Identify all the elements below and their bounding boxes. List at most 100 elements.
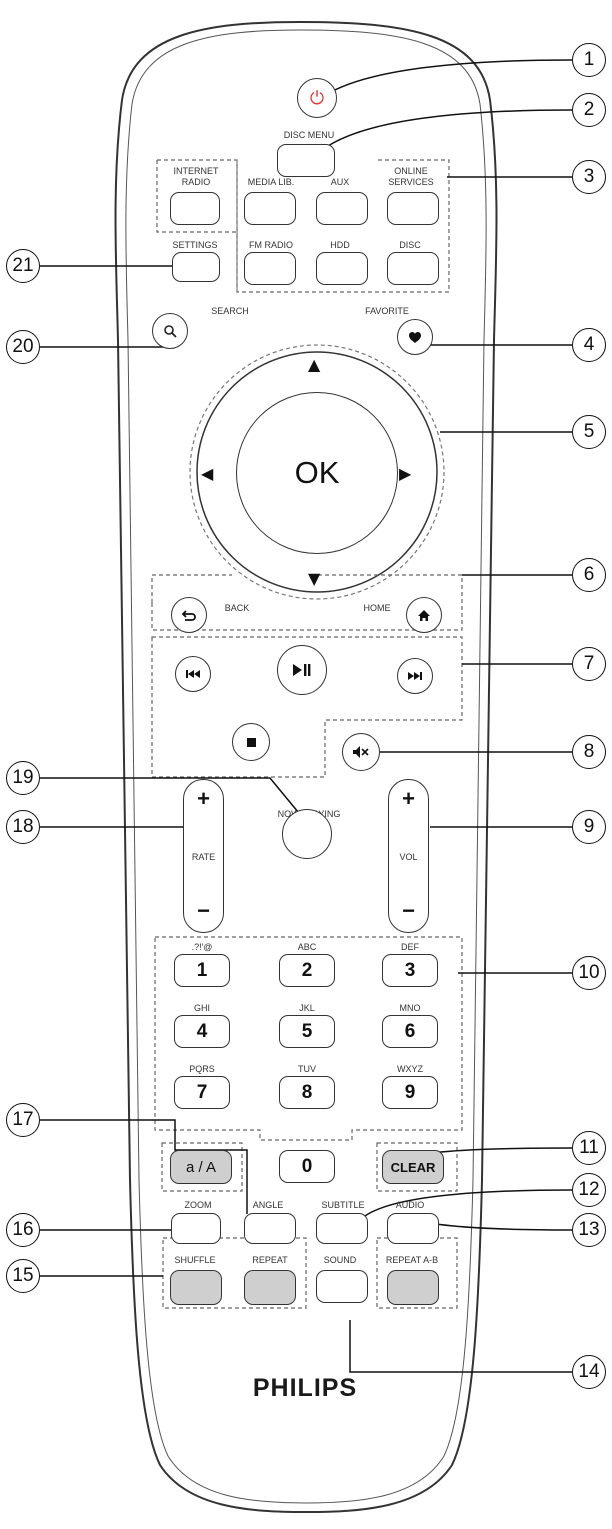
callout-4: 4 [572, 328, 606, 362]
volume-rocker[interactable]: + VOL − [388, 779, 429, 933]
mute-icon [353, 746, 369, 758]
heart-icon [409, 331, 421, 343]
source-group-outline [157, 159, 450, 293]
callout-20: 20 [6, 330, 40, 364]
callout-17: 17 [6, 1103, 40, 1137]
sound-button[interactable] [316, 1270, 368, 1303]
volume-plus[interactable]: + [402, 786, 415, 811]
key-8-button[interactable]: 8 [279, 1076, 335, 1109]
rate-minus[interactable]: − [197, 898, 210, 923]
angle-button[interactable] [244, 1213, 296, 1244]
callout-2: 2 [572, 93, 606, 127]
internet-radio-button[interactable] [170, 192, 220, 225]
repeat-ab-button[interactable] [387, 1270, 439, 1305]
key-4-letters: GHI [193, 1003, 210, 1013]
search-label: SEARCH [211, 306, 249, 316]
key-9-letters: WXYZ [397, 1064, 423, 1074]
shuffle-button[interactable] [170, 1270, 222, 1305]
next-button[interactable] [397, 658, 433, 694]
zoom-label: ZOOM [184, 1200, 212, 1210]
disc-button[interactable] [387, 252, 439, 285]
callout-21: 21 [6, 249, 40, 283]
play-pause-button[interactable] [277, 645, 327, 695]
callout-16: 16 [6, 1213, 40, 1247]
home-label: HOME [363, 603, 391, 613]
nav-ring [196, 351, 438, 593]
previous-button[interactable] [175, 656, 211, 692]
rate-plus[interactable]: + [197, 786, 210, 811]
disc-label: DISC [399, 240, 421, 250]
disc-menu-label: DISC MENU [283, 130, 335, 140]
volume-minus[interactable]: − [402, 898, 415, 923]
key-6-button[interactable]: 6 [382, 1015, 438, 1048]
keypad-group [154, 936, 463, 1141]
home-icon [418, 609, 430, 621]
mute-button[interactable] [342, 733, 380, 771]
key-8-letters: TUV [298, 1064, 316, 1074]
callout-12: 12 [572, 1173, 606, 1207]
media-lib-label: MEDIA LIB. [247, 177, 295, 187]
settings-button[interactable] [172, 252, 220, 282]
fm-radio-button[interactable] [244, 252, 296, 285]
zoom-button[interactable] [171, 1213, 221, 1244]
right-arrow-icon[interactable]: ▶ [399, 464, 412, 483]
disc-menu-button[interactable] [277, 144, 335, 177]
back-button[interactable] [171, 597, 207, 633]
favorite-button[interactable] [397, 319, 433, 355]
callout-14: 14 [572, 1355, 606, 1389]
power-button[interactable]: ⏻ [297, 78, 337, 118]
key-7-button[interactable]: 7 [174, 1076, 230, 1109]
home-button[interactable] [406, 597, 442, 633]
callout-8: 8 [572, 735, 606, 769]
clear-button[interactable]: CLEAR [382, 1150, 444, 1184]
repeat-label: REPEAT [252, 1255, 288, 1265]
power-icon: ⏻ [309, 87, 325, 109]
callout-5: 5 [572, 415, 606, 449]
online-services-button[interactable] [387, 192, 439, 225]
case-toggle-button[interactable]: a / A [170, 1150, 232, 1184]
search-button[interactable] [152, 313, 188, 349]
key-3-letters: DEF [401, 942, 419, 952]
aux-button[interactable] [316, 192, 368, 225]
hdd-button[interactable] [316, 252, 368, 285]
key-9-button[interactable]: 9 [382, 1076, 438, 1109]
callout-18: 18 [6, 810, 40, 844]
down-arrow-icon[interactable]: ▼ [308, 569, 321, 588]
key-5-letters: JKL [299, 1003, 315, 1013]
remote-body-outline [114, 20, 498, 1514]
key-0-button[interactable]: 0 [279, 1150, 335, 1183]
up-arrow-icon[interactable]: ▲ [308, 355, 321, 374]
ok-button[interactable]: OK [236, 392, 398, 554]
source-group-left [156, 160, 237, 233]
search-icon [164, 325, 177, 338]
repeat-button[interactable] [244, 1270, 296, 1305]
left-arrow-icon[interactable]: ◀ [201, 464, 214, 483]
online-services-label-1: ONLINE [394, 166, 428, 176]
key-4-button[interactable]: 4 [174, 1015, 230, 1048]
leader-lines [40, 59, 573, 1373]
audio-button[interactable] [387, 1213, 439, 1244]
callout-19: 19 [6, 761, 40, 795]
play-pause-icon [293, 664, 311, 676]
rate-rocker[interactable]: + RATE − [183, 779, 224, 933]
key-5-button[interactable]: 5 [279, 1015, 335, 1048]
key-2-button[interactable]: 2 [279, 954, 335, 987]
remote-body-inner-outline [125, 29, 487, 1504]
key-3-button[interactable]: 3 [382, 954, 438, 987]
shuffle-label: SHUFFLE [174, 1255, 216, 1265]
stop-button[interactable] [232, 723, 270, 761]
media-lib-button[interactable] [244, 192, 296, 225]
back-label: BACK [224, 603, 250, 613]
nav-ring-dashed [189, 344, 445, 600]
angle-label: ANGLE [252, 1200, 284, 1210]
sound-label: SOUND [323, 1255, 357, 1265]
key-1-letters: .?!'@ [191, 942, 213, 952]
callout-9: 9 [572, 810, 606, 844]
key-1-button[interactable]: 1 [174, 954, 230, 987]
online-services-label-2: SERVICES [388, 177, 434, 187]
subtitle-button[interactable] [316, 1213, 368, 1244]
now-playing-button[interactable] [282, 809, 332, 859]
callout-10: 10 [572, 956, 606, 990]
